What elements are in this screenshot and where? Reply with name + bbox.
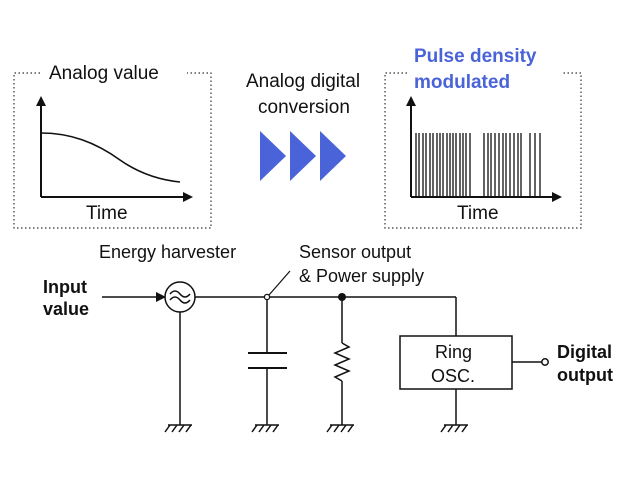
pdm-title-line2: modulated xyxy=(414,72,514,94)
analog-y-arrowhead xyxy=(36,96,46,106)
output-label-line2: output xyxy=(557,365,613,385)
input-label-line2: value xyxy=(43,299,90,319)
ring-osc-label-line1: Ring xyxy=(435,342,473,362)
ring-osc-label-line2: OSC. xyxy=(431,366,476,386)
ground-icon xyxy=(440,424,468,433)
conversion-arrow-1 xyxy=(260,131,286,181)
ground-icon xyxy=(326,424,354,433)
analog-x-arrowhead xyxy=(183,192,193,202)
conversion-label-line2: conversion xyxy=(258,97,350,118)
output-terminal-dot xyxy=(541,358,549,366)
conversion-arrow-3 xyxy=(320,131,346,181)
sensor-node-dot xyxy=(263,293,271,301)
harvester-label: Energy harvester xyxy=(99,242,237,262)
bus-junction-dot xyxy=(338,293,346,301)
conversion-label-line1: Analog digital xyxy=(246,71,361,92)
output-label-line1: Digital xyxy=(557,342,613,362)
analog-axis-label: Time xyxy=(86,203,128,224)
analog-panel xyxy=(13,72,212,229)
pdm-pulse-train xyxy=(415,133,541,197)
input-arrowhead xyxy=(156,292,166,302)
conversion-arrow-2 xyxy=(290,131,316,181)
pdm-y-arrowhead xyxy=(406,96,416,106)
pdm-title-line1: Pulse density xyxy=(414,46,537,67)
analog-panel-title: Analog value xyxy=(47,63,161,85)
harvester-source-icon xyxy=(164,281,196,313)
resistor-icon xyxy=(333,342,351,382)
analog-curve xyxy=(40,132,181,183)
ground-icon xyxy=(251,424,279,433)
ground-icon xyxy=(164,424,192,433)
node-label-line2: & Power supply xyxy=(299,266,425,286)
pdm-x-arrowhead xyxy=(552,192,562,202)
pdm-axes xyxy=(410,103,555,198)
circuit xyxy=(102,270,542,433)
node-label-line1: Sensor output xyxy=(299,242,412,262)
ring-oscillator-box xyxy=(399,335,513,390)
analog-axes xyxy=(40,103,186,198)
input-label-line1: Input xyxy=(43,277,87,297)
pdm-axis-label: Time xyxy=(457,203,499,224)
node-pointer xyxy=(268,270,291,296)
